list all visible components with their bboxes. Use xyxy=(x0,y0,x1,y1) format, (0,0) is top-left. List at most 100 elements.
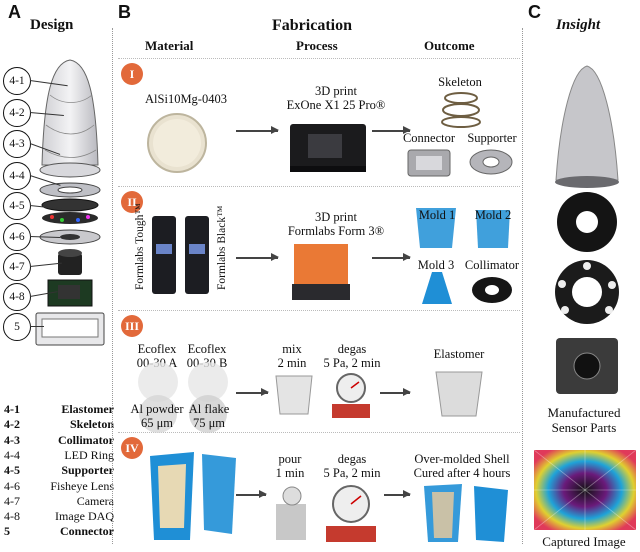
step-badge-4: IV xyxy=(121,437,143,459)
exploded-label: 5 xyxy=(3,313,31,341)
exploded-label: 4-2 xyxy=(3,99,31,127)
step-badge-2: II xyxy=(121,191,143,213)
mold-1-photo xyxy=(416,208,456,248)
process-arrow xyxy=(236,254,279,260)
mix-beaker-photo xyxy=(275,375,313,415)
exploded-label: 4-3 xyxy=(3,130,31,158)
vacuum-chamber-photo-2 xyxy=(326,485,376,542)
form3-printer-photo xyxy=(292,244,350,300)
material-alsi: AlSi10Mg-0403 xyxy=(145,92,227,106)
manufactured-line2: Sensor Parts xyxy=(551,420,617,435)
legend-code: 4-2 xyxy=(4,417,20,432)
mix-line2: 2 min xyxy=(277,356,307,370)
legend-row: 4-6 Fisheye Lens xyxy=(4,479,114,493)
material-formlabs-black: Formlabs Black™ xyxy=(216,205,228,290)
overmolded-shell-photo xyxy=(424,484,508,542)
al-powder-line2: 65 μm xyxy=(140,416,174,430)
exploded-label: 4-4 xyxy=(3,162,31,190)
pour-line1: pour xyxy=(278,452,302,466)
captured-image-label: Captured Image xyxy=(542,534,626,549)
pour-line2: 1 min xyxy=(275,466,305,480)
row-divider xyxy=(118,310,520,311)
legend-row: 4-4 LED Ring xyxy=(4,448,114,462)
legend-name: Connector xyxy=(60,524,114,539)
process-arrow xyxy=(236,389,269,395)
manufactured-line1: Manufactured xyxy=(547,405,621,420)
mold-2-label: Mold 2 xyxy=(474,208,512,222)
panel-b-letter: B xyxy=(118,2,131,22)
degas-r4-line2: 5 Pa, 2 min xyxy=(323,466,381,480)
process-arrow xyxy=(372,254,411,260)
exploded-label: 4-7 xyxy=(3,253,31,281)
row-divider xyxy=(118,186,520,187)
legend-code: 4-1 xyxy=(4,402,20,416)
materials-photo xyxy=(138,362,228,433)
process-r2-line2: Formlabs Form 3® xyxy=(287,224,385,238)
legend-code: 4-6 xyxy=(4,478,20,493)
mold-1-label: Mold 1 xyxy=(418,208,456,222)
legend-code: 4-4 xyxy=(4,447,20,462)
skeleton-photo xyxy=(441,92,481,128)
legend-name: Elastomer xyxy=(61,402,114,416)
outcome-elastomer-label: Elastomer xyxy=(433,347,485,361)
material-formlabs-tough: Formlabs Tough™ xyxy=(134,203,146,290)
legend-row: 4-7 Camera xyxy=(4,494,114,508)
overmolded-line1: Over-molded Shell xyxy=(414,452,510,466)
step-badge-1: I xyxy=(121,63,143,85)
legend-code: 4-3 xyxy=(4,432,20,447)
legend-name: Image DAQ xyxy=(55,509,114,524)
process-arrow xyxy=(236,491,267,497)
mold-3-photo xyxy=(422,272,452,304)
divider xyxy=(522,28,523,544)
legend-name: Skeleton xyxy=(69,417,114,432)
legend-name: Supporter xyxy=(61,463,114,478)
legend-code: 5 xyxy=(4,524,10,539)
process-arrow xyxy=(236,127,279,133)
row-divider xyxy=(118,432,520,433)
panel-c-letter: C xyxy=(528,2,541,22)
al-flake-line1: Al flake xyxy=(188,402,230,416)
collimator-photo xyxy=(472,277,512,303)
process-r1-line2: ExOne X1 25 Pro® xyxy=(286,98,386,112)
legend-name: Camera xyxy=(76,493,114,508)
al-powder-line1: Al powder xyxy=(130,402,184,416)
mold-2-photo xyxy=(476,210,510,248)
mold-3-label: Mold 3 xyxy=(417,258,455,272)
outcome-supporter-label: Supporter xyxy=(467,131,517,145)
degas-r3-line2: 5 Pa, 2 min xyxy=(323,356,381,370)
panel-b-title: Fabrication xyxy=(272,17,352,34)
tough-resin-cartridge xyxy=(152,216,176,294)
exploded-label: 4-5 xyxy=(3,192,31,220)
captured-image xyxy=(534,450,636,530)
process-arrow xyxy=(380,389,411,395)
ecoflex-a-line1: Ecoflex xyxy=(137,342,177,356)
column-header-outcome: Outcome xyxy=(424,38,475,53)
legend-row: 4-2 Skeleton xyxy=(4,417,114,431)
manufactured-parts-photos xyxy=(555,65,619,394)
connector-photo xyxy=(407,149,451,177)
row-divider xyxy=(118,58,520,59)
legend-name: LED Ring xyxy=(64,447,114,462)
vacuum-chamber-photo xyxy=(332,373,370,418)
leader-line xyxy=(30,326,44,327)
degas-r4-line1: degas xyxy=(337,452,367,466)
panel-c-title: Insight xyxy=(556,17,601,33)
mold-assembly-photo xyxy=(150,452,236,540)
al-flake-line2: 75 μm xyxy=(192,416,226,430)
powder-dish-photo xyxy=(147,113,207,173)
black-resin-cartridge xyxy=(185,216,209,294)
legend-code: 4-7 xyxy=(4,493,20,508)
exploded-view-illustration xyxy=(35,59,105,346)
supporter-photo xyxy=(469,149,513,175)
collimator-label: Collimator xyxy=(464,258,520,272)
legend-name: Fisheye Lens xyxy=(50,478,114,493)
legend-code: 4-8 xyxy=(4,509,20,524)
mix-line1: mix xyxy=(282,342,302,356)
overmolded-line2: Cured after 4 hours xyxy=(413,466,511,480)
exploded-label: 4-8 xyxy=(3,283,31,311)
divider xyxy=(112,28,113,544)
outcome-connector-label: Connector xyxy=(402,131,456,145)
legend-row: 4-8 Image DAQ xyxy=(4,509,114,523)
